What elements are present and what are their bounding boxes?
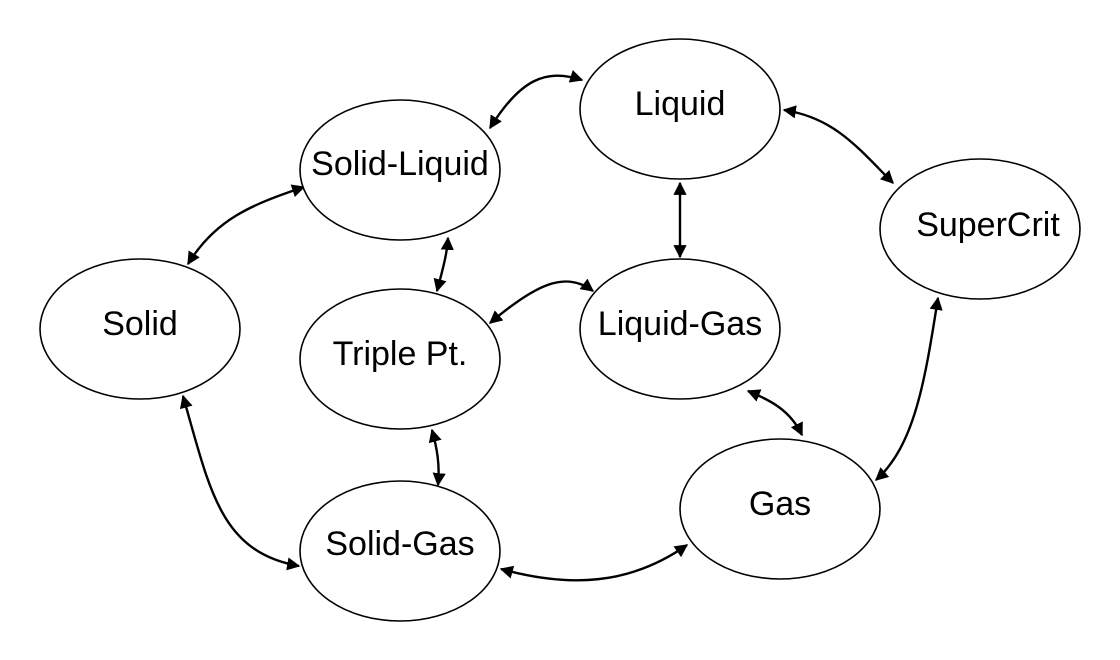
edge-triple-pt-solid-gas [428,428,446,487]
node-solid-liquid: Solid-Liquid [299,99,501,241]
edge-solid-gas-gas [499,544,689,582]
node-liquid: Liquid [579,38,781,180]
node-solid-gas: Solid-Gas [299,480,501,622]
node-label-solid-gas: Solid-Gas [325,525,474,563]
node-label-liquid: Liquid [635,85,726,123]
node-liquid-gas: Liquid-Gas [579,258,781,400]
edge-liquid-solid-liquid [488,70,584,130]
edge-solid-solid-gas [179,394,301,571]
edge-liquid-gas-triple-pt [488,278,595,324]
edges [179,70,943,582]
node-label-gas: Gas [749,485,811,523]
node-label-solid: Solid [102,305,178,343]
node-triple-pt: Triple Pt. [299,288,501,430]
node-label-solid-liquid: Solid-Liquid [311,145,489,183]
node-supercrit: SuperCrit [879,158,1081,300]
edge-liquid-supercrit [782,105,894,184]
edge-supercrit-gas [875,296,943,481]
edge-solid-liquid-triple-pt [433,236,454,293]
node-solid: Solid [39,258,241,400]
node-label-liquid-gas: Liquid-Gas [598,305,762,343]
node-gas: Gas [679,438,881,580]
node-label-supercrit: SuperCrit [916,206,1060,244]
node-label-triple-pt: Triple Pt. [333,335,468,373]
edge-liquid-gas-gas [746,389,804,437]
edge-solid-solid-liquid [186,184,306,266]
